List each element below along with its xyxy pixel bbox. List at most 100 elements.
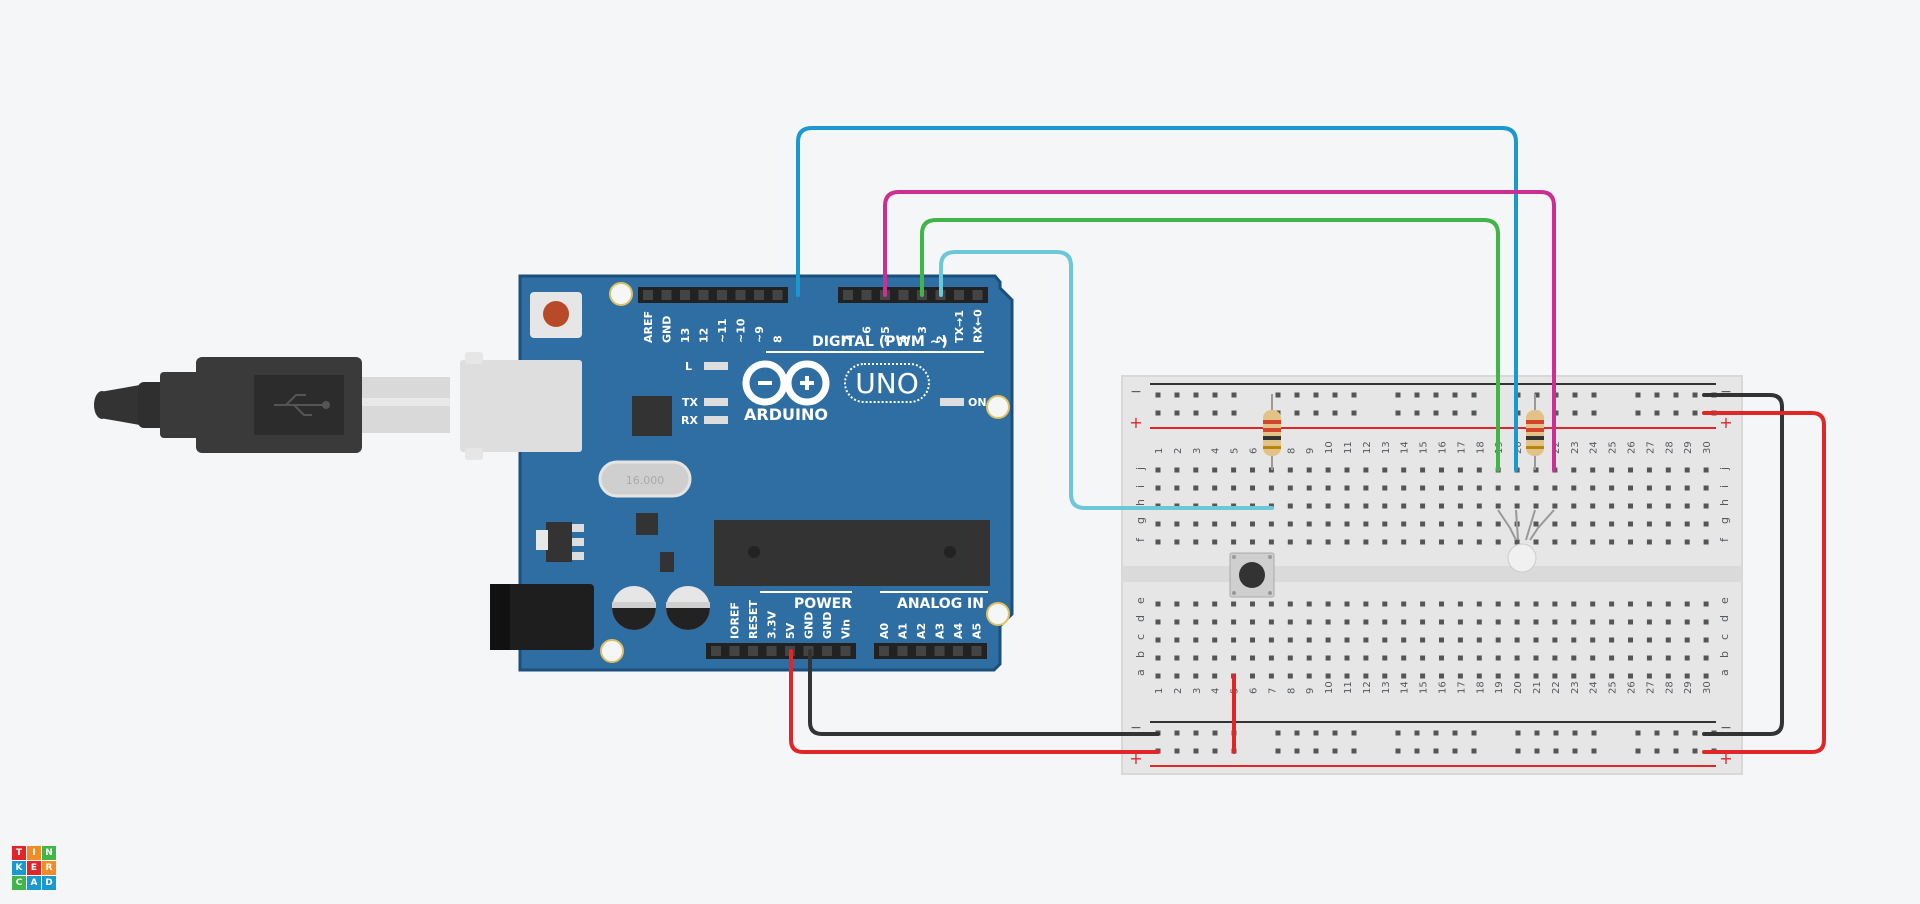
bb-hole[interactable] [1590,503,1596,509]
bb-hole[interactable] [1684,503,1690,509]
bb-hole[interactable] [1306,655,1312,661]
bb-hole[interactable] [1476,503,1482,509]
rail-hole[interactable] [1471,748,1477,754]
bb-hole[interactable] [1268,637,1274,643]
rail-hole[interactable] [1572,392,1578,398]
bb-hole[interactable] [1287,619,1293,625]
bb-hole[interactable] [1646,619,1652,625]
bb-hole[interactable] [1155,485,1161,491]
bb-hole[interactable] [1439,467,1444,473]
bb-hole[interactable] [1363,673,1369,679]
bb-hole[interactable] [1439,637,1444,643]
bb-hole[interactable] [1174,521,1180,527]
rail-hole[interactable] [1433,410,1439,416]
rail-hole[interactable] [1635,392,1641,398]
bb-hole[interactable] [1231,619,1237,625]
bb-hole[interactable] [1401,485,1407,491]
bb-hole[interactable] [1533,619,1539,625]
bb-hole[interactable] [1382,503,1388,509]
bb-hole[interactable] [1571,539,1577,545]
bb-hole[interactable] [1268,673,1274,679]
bb-hole[interactable] [1552,601,1558,607]
bb-hole[interactable] [1250,601,1255,607]
bb-hole[interactable] [1155,637,1161,643]
bb-hole[interactable] [1514,485,1520,491]
bb-hole[interactable] [1325,539,1331,545]
bb-hole[interactable] [1628,619,1633,625]
rail-hole[interactable] [1414,748,1420,754]
bb-hole[interactable] [1382,637,1388,643]
bb-hole[interactable] [1439,539,1444,545]
rail-hole[interactable] [1313,392,1319,398]
bb-hole[interactable] [1212,637,1218,643]
bb-hole[interactable] [1476,467,1482,473]
bb-hole[interactable] [1457,521,1463,527]
bb-hole[interactable] [1646,485,1652,491]
wire-cyan-d2[interactable] [939,250,1274,510]
bb-hole[interactable] [1514,637,1520,643]
bb-hole[interactable] [1703,503,1709,509]
bb-hole[interactable] [1552,673,1558,679]
bb-hole[interactable] [1363,539,1369,545]
bb-hole[interactable] [1344,637,1350,643]
bb-hole[interactable] [1212,619,1218,625]
bb-hole[interactable] [1420,503,1426,509]
rail-hole[interactable] [1471,392,1477,398]
bb-hole[interactable] [1590,655,1596,661]
rail-hole[interactable] [1351,410,1357,416]
bb-hole[interactable] [1439,673,1444,679]
resistor-right[interactable] [1526,394,1544,470]
bb-hole[interactable] [1174,601,1180,607]
bb-hole[interactable] [1268,655,1274,661]
rail-hole[interactable] [1673,410,1679,416]
bb-hole[interactable] [1401,619,1407,625]
bb-hole[interactable] [1193,539,1199,545]
rail-hole[interactable] [1275,730,1281,736]
bb-hole[interactable] [1287,521,1293,527]
rail-hole[interactable] [1212,410,1218,416]
rail-hole[interactable] [1275,392,1281,398]
analog-pin[interactable] [897,646,908,656]
bb-hole[interactable] [1401,673,1407,679]
bb-hole[interactable] [1193,485,1199,491]
rail-hole[interactable] [1534,392,1540,398]
rail-hole[interactable] [1351,730,1357,736]
bb-hole[interactable] [1306,601,1312,607]
bb-hole[interactable] [1155,467,1161,473]
bb-hole[interactable] [1287,467,1293,473]
rail-hole[interactable] [1452,730,1458,736]
rail-hole[interactable] [1591,410,1597,416]
resistor-left[interactable] [1263,394,1281,470]
bb-hole[interactable] [1174,655,1180,661]
bb-hole[interactable] [1212,601,1218,607]
analog-pin[interactable] [916,646,926,656]
digital-left-pin[interactable] [643,290,653,300]
bb-hole[interactable] [1325,485,1331,491]
rail-hole[interactable] [1231,410,1237,416]
bb-hole[interactable] [1363,619,1369,625]
digital-left-pin[interactable] [717,290,727,300]
bb-hole[interactable] [1552,539,1558,545]
bb-hole[interactable] [1609,503,1615,509]
bb-hole[interactable] [1344,539,1350,545]
bb-hole[interactable] [1646,467,1652,473]
bb-hole[interactable] [1684,655,1690,661]
bb-hole[interactable] [1665,521,1671,527]
bb-hole[interactable] [1401,503,1407,509]
bb-hole[interactable] [1344,485,1350,491]
bb-hole[interactable] [1665,655,1671,661]
bb-hole[interactable] [1155,619,1161,625]
bb-hole[interactable] [1439,601,1444,607]
rail-hole[interactable] [1155,392,1161,398]
bb-hole[interactable] [1609,467,1615,473]
bb-hole[interactable] [1476,601,1482,607]
bb-hole[interactable] [1193,619,1199,625]
bb-hole[interactable] [1401,637,1407,643]
bb-hole[interactable] [1533,485,1539,491]
rail-hole[interactable] [1673,392,1679,398]
bb-hole[interactable] [1344,655,1350,661]
bb-hole[interactable] [1439,503,1444,509]
bb-hole[interactable] [1250,539,1255,545]
rail-hole[interactable] [1212,392,1218,398]
bb-hole[interactable] [1495,673,1501,679]
